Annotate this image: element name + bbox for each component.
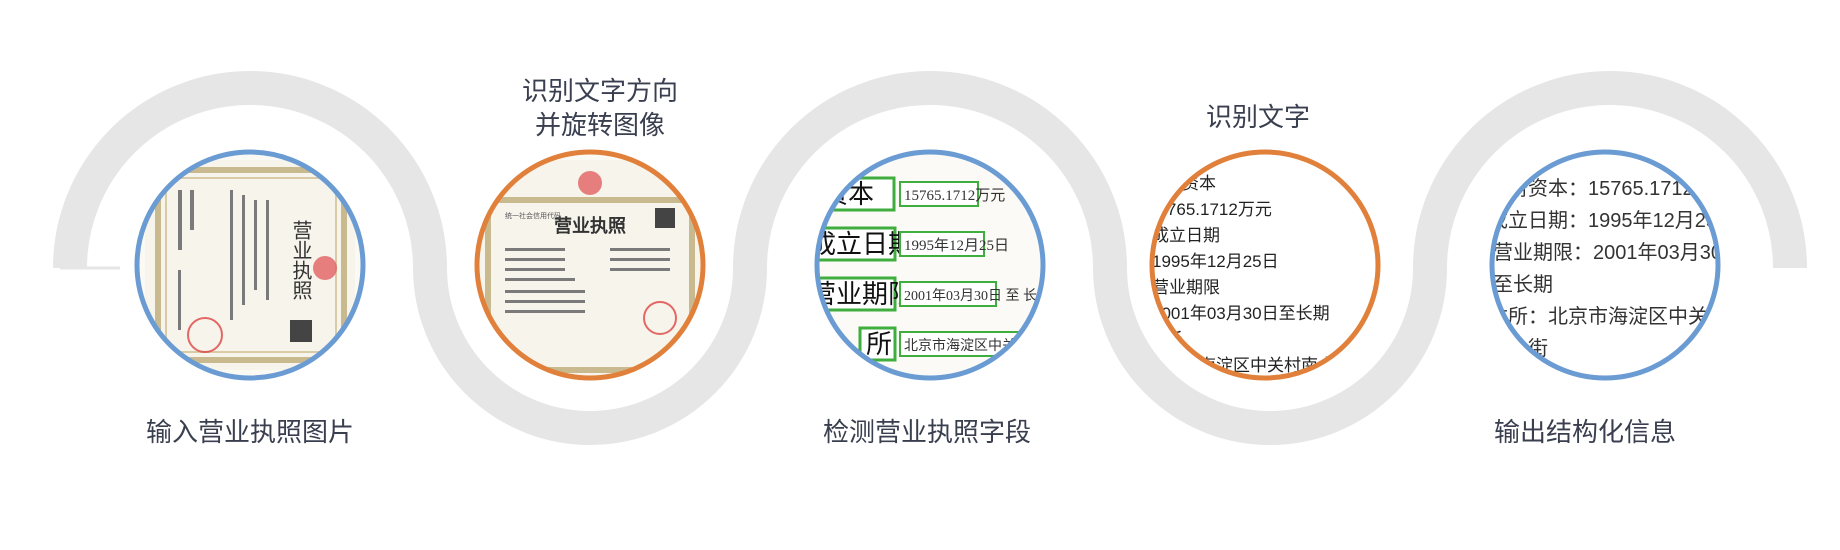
field-value: 北京市海淀区中关村南大街6号: [904, 337, 1093, 354]
step2-thumbnail: 营业执照 统一社会信用代码: [474, 149, 706, 381]
recognized-line: 15765.1712万元: [1148, 200, 1272, 219]
upright-license-header: 统一社会信用代码: [505, 211, 561, 220]
field-label: 所: [866, 330, 892, 359]
step2-caption: 识别文字方向 并旋转图像: [522, 74, 678, 142]
step3-thumbnail: 资本 15765.1712万元 成立日期 1995年12月25日 营业期限 20…: [810, 149, 1093, 381]
step2-caption-line1: 识别文字方向: [521, 76, 679, 106]
track-arc-3: [733, 71, 1127, 269]
wave-track: [53, 71, 1807, 445]
recognized-line: 2001年03月30日至长期: [1152, 304, 1330, 323]
step5-caption: 输出结构化信息: [1493, 417, 1677, 447]
field-value: 1995年12月25日: [904, 237, 1009, 254]
structured-line: 成立日期：1995年12月25日: [1488, 209, 1737, 232]
step4-caption: 识别文字: [1205, 102, 1311, 132]
detected-field-row: 成立日期 1995年12月25日: [810, 226, 1009, 262]
rotated-license-title: 营业执照: [289, 220, 312, 300]
structured-line: 至长期: [1493, 273, 1553, 296]
track-arc-1: [53, 71, 447, 269]
field-value: 15765.1712万元: [904, 188, 1005, 204]
recognized-line: 营业期限: [1152, 278, 1220, 297]
recognized-line: 成立日期: [1152, 226, 1220, 245]
structured-line: 注册资本：15765.1712万元: [1488, 177, 1734, 200]
structured-line: 营业期限：2001年03月30日: [1493, 241, 1742, 264]
step4-thumbnail: 注册资本 15765.1712万元 成立日期 1995年12月25日 营业期限 …: [1148, 149, 1381, 381]
field-value: 2001年03月30日 至 长期: [904, 288, 1051, 304]
step1-thumbnail: 营业执照: [134, 149, 366, 381]
upright-license-title: 营业执照: [554, 215, 626, 236]
field-label: 成立日期: [810, 230, 914, 259]
step2-caption-line2: 并旋转图像: [534, 110, 666, 140]
structured-line: 住所：北京市海淀区中关村: [1488, 305, 1728, 328]
track-arc-2: [413, 267, 767, 445]
field-label: 营业期限: [810, 280, 914, 309]
step5-thumbnail: 注册资本：15765.1712万元 成立日期：1995年12月25日 营业期限：…: [1488, 149, 1742, 381]
step3-caption: 检测营业执照字段: [822, 417, 1032, 447]
track-arc-5: [1413, 71, 1807, 269]
recognized-line: 1995年12月25日: [1152, 252, 1279, 271]
detected-field-row: 营业期限 2001年03月30日 至 长期: [810, 276, 1051, 312]
track-arc-4: [1093, 267, 1447, 445]
detected-field-row: 所 北京市海淀区中关村南大街6号: [858, 326, 1093, 362]
step1-caption: 输入营业执照图片: [145, 417, 355, 447]
